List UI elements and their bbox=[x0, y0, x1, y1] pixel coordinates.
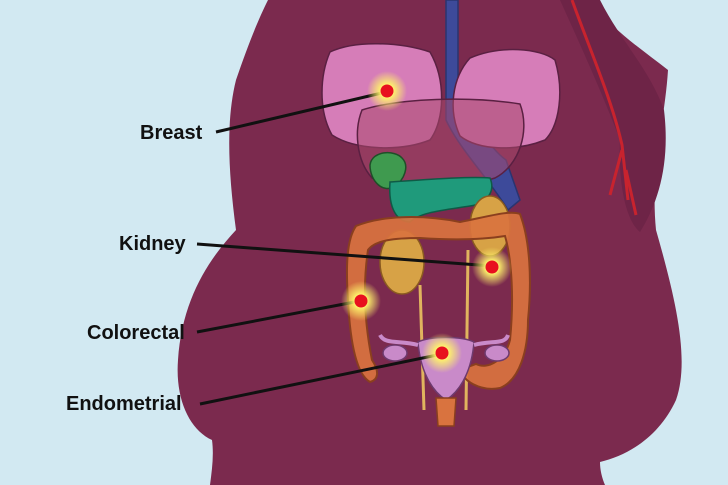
colorectal-pointer-line bbox=[196, 299, 361, 334]
breast-tumor-marker-icon bbox=[367, 71, 407, 111]
endometrial-pointer-line bbox=[199, 352, 443, 406]
kidney-label: Kidney bbox=[119, 233, 186, 255]
ovary-left bbox=[382, 344, 408, 362]
fallopian-tubes bbox=[378, 333, 510, 347]
breast-pointer-line bbox=[215, 90, 387, 134]
gallbladder bbox=[369, 151, 407, 190]
ovary-right bbox=[484, 344, 510, 362]
colorectal-tumor-marker-icon bbox=[341, 281, 381, 321]
colorectal-label: Colorectal bbox=[87, 322, 185, 344]
arm-artery bbox=[570, 0, 638, 216]
endometrial-label: Endometrial bbox=[66, 393, 182, 415]
breast-label: Breast bbox=[140, 122, 203, 144]
kidney-tumor-marker-icon bbox=[472, 247, 512, 287]
endometrial-tumor-marker-icon bbox=[422, 333, 462, 373]
cervix bbox=[435, 397, 457, 427]
kidney-pointer-line bbox=[196, 242, 493, 268]
